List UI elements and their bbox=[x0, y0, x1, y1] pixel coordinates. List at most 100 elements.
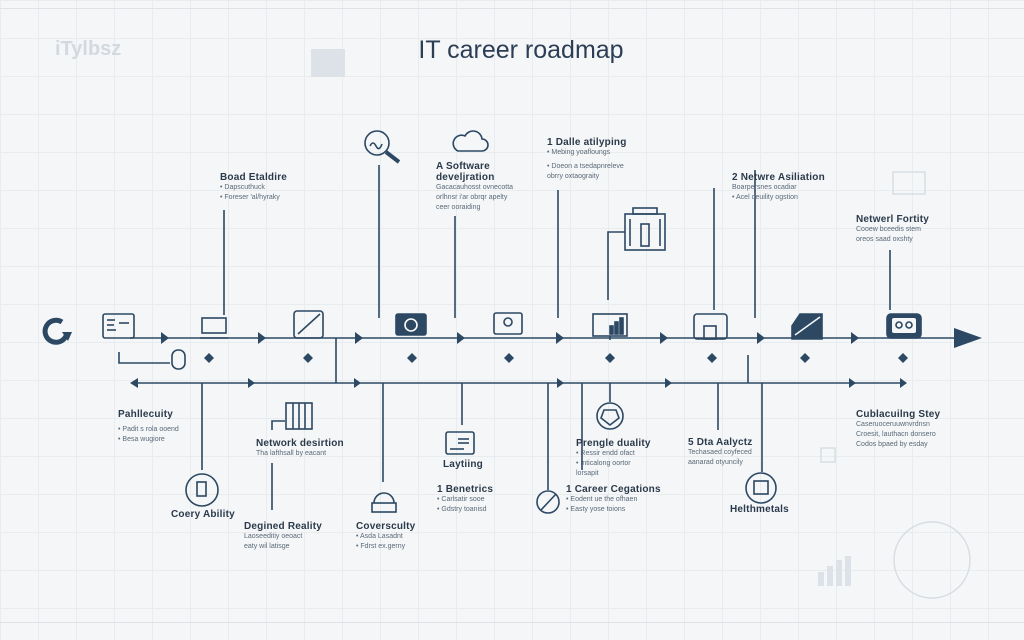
milestone-heading: 5 Dta Aalyctz bbox=[688, 437, 753, 448]
arrow-marker bbox=[130, 378, 138, 388]
milestone-diamond bbox=[303, 353, 313, 363]
cloud-icon bbox=[452, 130, 489, 152]
arrow-marker bbox=[161, 332, 169, 344]
milestone-block: 1 Career Cegations • Eodent ue the ofhae… bbox=[566, 484, 661, 515]
restart-icon bbox=[42, 317, 72, 345]
decorative-chart-icon bbox=[818, 556, 851, 586]
milestone-detail: Gacacauhosst ovnecotta bbox=[436, 184, 514, 191]
health-icon bbox=[745, 472, 777, 504]
milestone-heading: 1 Dalle atilyping bbox=[547, 137, 627, 148]
arrow-marker bbox=[258, 332, 266, 344]
arrow-marker bbox=[757, 332, 765, 344]
milestone-diamond bbox=[800, 353, 810, 363]
milestone-heading: Coery Ability bbox=[171, 509, 235, 520]
arrow-marker bbox=[665, 378, 672, 388]
globe-watermark-icon bbox=[893, 521, 971, 599]
tools-icon bbox=[293, 310, 324, 339]
milestone-diamond bbox=[605, 353, 615, 363]
milestone-detail: Cooew bceedis stem bbox=[856, 226, 921, 233]
milestone-detail: Laoseeditiy oeoact bbox=[244, 533, 303, 540]
milestone-detail: • Foreser 'al/hyraky bbox=[220, 194, 280, 201]
timeline-end-arrow bbox=[954, 328, 982, 348]
milestone-detail: • Inticalong oortor bbox=[576, 460, 631, 467]
arrow-marker bbox=[900, 378, 907, 388]
arrow-marker bbox=[248, 378, 255, 388]
milestone-block: 1 Benetrics • Carlsatir sooe • Gdstry to… bbox=[437, 484, 493, 515]
milestone-block: 2 Netwre Asiliation Boarpersnes ocadiar … bbox=[732, 172, 825, 203]
milestone-detail: Croesit, lauthacn donsero bbox=[856, 431, 936, 438]
social-icon bbox=[311, 49, 345, 77]
arrow-marker bbox=[557, 378, 564, 388]
milestone-detail: lorsapit bbox=[576, 470, 599, 477]
milestone-detail: • Eodent ue the ofhaen bbox=[566, 496, 638, 503]
milestone-heading: Laytiing bbox=[443, 459, 483, 470]
arrow-marker bbox=[556, 332, 564, 344]
milestone-diamond bbox=[204, 353, 214, 363]
milestone-heading: Network desirtion bbox=[256, 438, 344, 449]
milestone-detail: Techasaed coyfeced bbox=[688, 449, 752, 456]
milestone-detail: obrry oxtaograity bbox=[547, 173, 600, 180]
milestone-heading: Boad Etaldire bbox=[220, 172, 288, 183]
milestone-heading: A Software bbox=[436, 161, 490, 172]
milestone-block: 5 Dta Aalyctz Techasaed coyfeced aanarad… bbox=[688, 437, 752, 468]
milestone-diamond bbox=[407, 353, 417, 363]
arrow-marker bbox=[457, 332, 465, 344]
security-building-icon bbox=[285, 402, 313, 430]
arrow-marker bbox=[354, 378, 361, 388]
milestone-heading: Pahllecuity bbox=[118, 409, 173, 420]
milestone-heading: Coversculty bbox=[356, 521, 416, 532]
lock-icon bbox=[371, 492, 397, 513]
milestone-detail: orlhnsr i'ar obrqr apelty bbox=[436, 194, 508, 201]
milestone-detail: eaty wil latisge bbox=[244, 543, 290, 550]
connector bbox=[118, 352, 170, 364]
milestone-detail: Caseruoceruuwnvrdnsn bbox=[856, 421, 930, 428]
milestone-detail: Tha lafthsall by eacant bbox=[256, 450, 327, 457]
milestone-heading: Helthmetals bbox=[730, 504, 789, 515]
milestone-detail: oreos saad oxshty bbox=[856, 236, 913, 243]
milestone-heading: Prengle duality bbox=[576, 438, 651, 449]
milestone-heading: Cublacuilng Stey bbox=[856, 409, 941, 420]
arrow-marker bbox=[355, 332, 363, 344]
search-icon bbox=[364, 130, 401, 164]
milestone-block: Netwerl Fortity Cooew bceedis stem oreos… bbox=[856, 214, 929, 245]
camera-icon bbox=[395, 313, 427, 336]
ability-icon bbox=[185, 473, 219, 507]
milestone-block: Coversculty • Asda Lasadnt • Fdrst ex.ge… bbox=[356, 521, 415, 552]
analytics-monitor-icon bbox=[592, 313, 628, 340]
milestone-block: 1 Dalle atilyping • Mebing yoafloungs • … bbox=[547, 137, 627, 182]
arrow-marker bbox=[660, 332, 668, 344]
milestone-detail: • Doeon a tsedapnreleve bbox=[547, 163, 624, 170]
milestone-detail: • Gdstry toanisd bbox=[437, 506, 487, 513]
milestone-block: Degined Reality Laoseeditiy oeoact eaty … bbox=[244, 521, 322, 552]
milestone-detail: aanarad otyuncily bbox=[688, 459, 743, 466]
milestone-block: Boad Etaldire • Dapscuthuck • Foreser 'a… bbox=[220, 172, 287, 203]
milestone-detail: • Dapscuthuck bbox=[220, 184, 265, 191]
decorative-checkbox-icon bbox=[820, 447, 836, 463]
milestone-diamond bbox=[898, 353, 908, 363]
building-icon bbox=[624, 207, 666, 251]
top-border bbox=[0, 8, 1024, 9]
milestone-detail: • Asda Lasadnt bbox=[356, 533, 403, 540]
logo: iTylbsz bbox=[55, 38, 122, 60]
milestone-heading: develjration bbox=[436, 172, 495, 183]
arrow-marker bbox=[851, 332, 859, 344]
milestone-heading: Netwerl Fortity bbox=[856, 214, 930, 225]
milestone-block: A Software develjration Gacacauhosst ovn… bbox=[436, 161, 513, 213]
milestone-detail: • Acel deuility ogstion bbox=[732, 194, 798, 201]
milestone-detail: • Ressir endd ofact bbox=[576, 450, 635, 457]
milestone-detail: • Easty yose toions bbox=[566, 506, 626, 513]
milestone-block: Pahllecuity • Padit s rola ooend • Besa … bbox=[118, 409, 179, 445]
milestone-detail: • Fdrst ex.gerny bbox=[356, 543, 406, 550]
arrow-marker bbox=[849, 378, 856, 388]
milestone-detail: • Carlsatir sooe bbox=[437, 496, 485, 503]
milestone-heading: Degined Reality bbox=[244, 521, 323, 532]
id-card-icon bbox=[445, 431, 475, 455]
milestone-detail: Codos bpaed by esday bbox=[856, 441, 928, 448]
video-device-icon bbox=[886, 313, 922, 339]
milestone-block: Cublacuilng Stey Caseruoceruuwnvrdnsn Cr… bbox=[856, 409, 940, 450]
card-icon bbox=[791, 313, 823, 340]
milestone-diamond bbox=[504, 353, 514, 363]
bottom-border bbox=[0, 622, 1024, 623]
sofa-icon bbox=[693, 313, 728, 340]
milestone-detail: Boarpersnes ocadiar bbox=[732, 184, 797, 191]
